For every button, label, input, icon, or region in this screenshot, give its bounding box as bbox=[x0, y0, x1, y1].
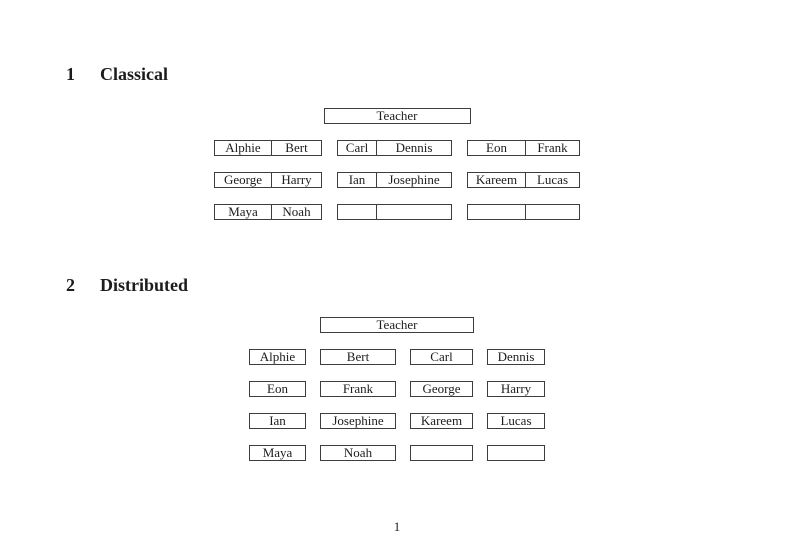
seat-cell: Ian bbox=[348, 173, 366, 187]
seat: Josephine bbox=[320, 413, 396, 429]
seat: Kareem bbox=[410, 413, 473, 429]
section-heading-distributed: 2 Distributed bbox=[66, 275, 188, 295]
seat-empty bbox=[410, 445, 473, 461]
seat-cell bbox=[338, 205, 376, 219]
seat-cell: Noah bbox=[271, 205, 321, 219]
distributed-seat-grid: Alphie Bert Carl Dennis Eon Frank George… bbox=[249, 349, 545, 461]
classical-seating-diagram: Teacher Alphie Bert George Harry Maya No… bbox=[0, 108, 794, 220]
desk: Ian Josephine bbox=[337, 172, 452, 188]
seat: Carl bbox=[410, 349, 473, 365]
desk-empty bbox=[337, 204, 452, 220]
seat-row: Alphie Bert Carl Dennis bbox=[249, 349, 545, 365]
section-title: Distributed bbox=[100, 275, 189, 295]
teacher-desk: Teacher bbox=[320, 317, 474, 333]
seat: Maya bbox=[249, 445, 306, 461]
seat-empty bbox=[487, 445, 545, 461]
desk-column-middle: Carl Dennis Ian Josephine bbox=[337, 140, 452, 220]
seat-cell: Kareem bbox=[475, 173, 518, 187]
desk: Maya Noah bbox=[214, 204, 322, 220]
seat-cell: Dennis bbox=[376, 141, 451, 155]
seat: Lucas bbox=[487, 413, 545, 429]
seat-cell bbox=[376, 205, 451, 219]
desk: Carl Dennis bbox=[337, 140, 452, 156]
seat: Bert bbox=[320, 349, 396, 365]
seat-cell: George bbox=[223, 173, 263, 187]
seat-cell: Alphie bbox=[225, 141, 261, 155]
desk-empty bbox=[467, 204, 580, 220]
desk-column-left: Alphie Bert George Harry Maya Noah bbox=[214, 140, 322, 220]
section-number: 1 bbox=[66, 64, 75, 84]
seat-cell: Maya bbox=[228, 205, 258, 219]
seat: Dennis bbox=[487, 349, 545, 365]
page-number: 1 bbox=[393, 519, 401, 534]
seat: George bbox=[410, 381, 473, 397]
seat-cell: Frank bbox=[525, 141, 579, 155]
seat: Eon bbox=[249, 381, 306, 397]
distributed-seating-diagram: Teacher Alphie Bert Carl Dennis Eon Fran… bbox=[0, 317, 794, 461]
classical-desk-grid: Alphie Bert George Harry Maya Noah Carl … bbox=[214, 140, 580, 220]
desk: Eon Frank bbox=[467, 140, 580, 156]
seat-cell: Josephine bbox=[376, 173, 451, 187]
teacher-desk: Teacher bbox=[323, 108, 471, 124]
seat-cell bbox=[525, 205, 579, 219]
seat: Harry bbox=[487, 381, 545, 397]
seat: Noah bbox=[320, 445, 396, 461]
seat-cell: Harry bbox=[271, 173, 321, 187]
desk: George Harry bbox=[214, 172, 322, 188]
seat: Frank bbox=[320, 381, 396, 397]
seat: Ian bbox=[249, 413, 306, 429]
seat-cell bbox=[468, 205, 525, 219]
seat-row: Maya Noah bbox=[249, 445, 545, 461]
seat-cell: Bert bbox=[271, 141, 321, 155]
section-title: Classical bbox=[100, 64, 169, 84]
section-number: 2 bbox=[66, 275, 75, 295]
section-heading-classical: 1 Classical bbox=[66, 64, 168, 84]
seat-row: Eon Frank George Harry bbox=[249, 381, 545, 397]
desk: Alphie Bert bbox=[214, 140, 322, 156]
seat-row: Ian Josephine Kareem Lucas bbox=[249, 413, 545, 429]
desk-column-right: Eon Frank Kareem Lucas bbox=[467, 140, 580, 220]
seat-cell: Lucas bbox=[525, 173, 579, 187]
desk: Kareem Lucas bbox=[467, 172, 580, 188]
seat-cell: Eon bbox=[486, 141, 507, 155]
seat: Alphie bbox=[249, 349, 306, 365]
seat-cell: Carl bbox=[345, 141, 369, 155]
